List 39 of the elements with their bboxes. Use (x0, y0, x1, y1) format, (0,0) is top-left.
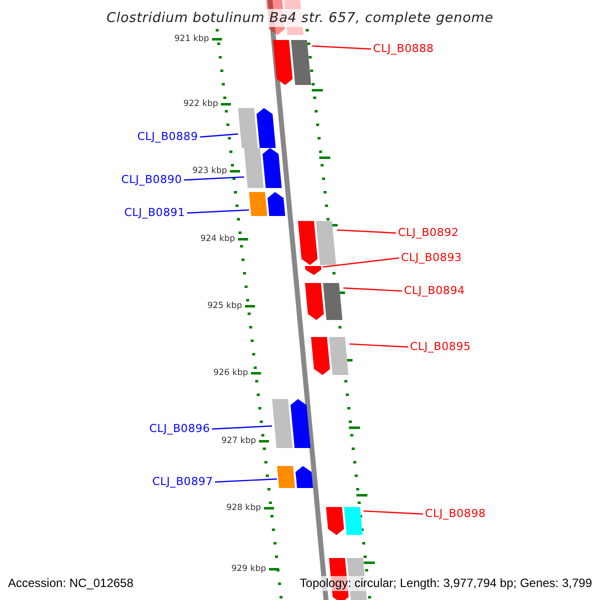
gene-label: CLJ_B0893 (401, 251, 462, 265)
gene-pair-drawing (326, 507, 364, 535)
scale-label: 929 kbp (231, 564, 266, 574)
gene-pair-drawing (272, 399, 312, 448)
gene-pair-drawing (298, 221, 338, 265)
gene-pair-drawing (249, 192, 286, 216)
gene-label: CLJ_B0890 (121, 173, 182, 187)
gene-label: CLJ_B0898 (425, 507, 486, 521)
gene-pair-drawing (305, 283, 344, 320)
gene-pair-drawing (305, 266, 323, 275)
scale-label: 921 kbp (174, 34, 209, 44)
leader-line (184, 176, 244, 181)
footer-text: Accession: NC_012658 (8, 576, 134, 591)
leader-line (186, 209, 250, 214)
gene-label: CLJ_B0896 (149, 422, 210, 436)
leader-line (200, 133, 238, 138)
scale-label: 927 kbp (221, 436, 256, 446)
scale-label: 923 kbp (192, 166, 227, 176)
leader-line (343, 287, 402, 292)
gene-label: CLJ_B0895 (410, 340, 471, 354)
gene-pair-drawing (244, 148, 283, 188)
gene-pair-drawing (238, 108, 277, 148)
gene-label: CLJ_B0889 (137, 130, 198, 144)
gene-label: CLJ_B0894 (404, 284, 465, 298)
gene-pair-drawing (273, 40, 312, 85)
gene-label: CLJ_B0888 (373, 42, 434, 56)
gene-label: CLJ_B0891 (124, 206, 185, 220)
footer-text: Topology: circular; Length: 3,977,794 bp; Genes: 3,799 (300, 576, 592, 591)
gene-label: CLJ_B0897 (152, 475, 213, 489)
leader-line (350, 343, 408, 348)
leader-line (212, 425, 272, 430)
leader-line (312, 45, 372, 50)
gene-label: CLJ_B0892 (398, 226, 459, 240)
gene-pair-drawing (311, 337, 350, 375)
gene-pair-drawing (277, 466, 314, 488)
scale-label: 925 kbp (207, 301, 242, 311)
leader-line (322, 257, 400, 268)
leader-line (364, 510, 424, 515)
leader-line (337, 229, 396, 234)
